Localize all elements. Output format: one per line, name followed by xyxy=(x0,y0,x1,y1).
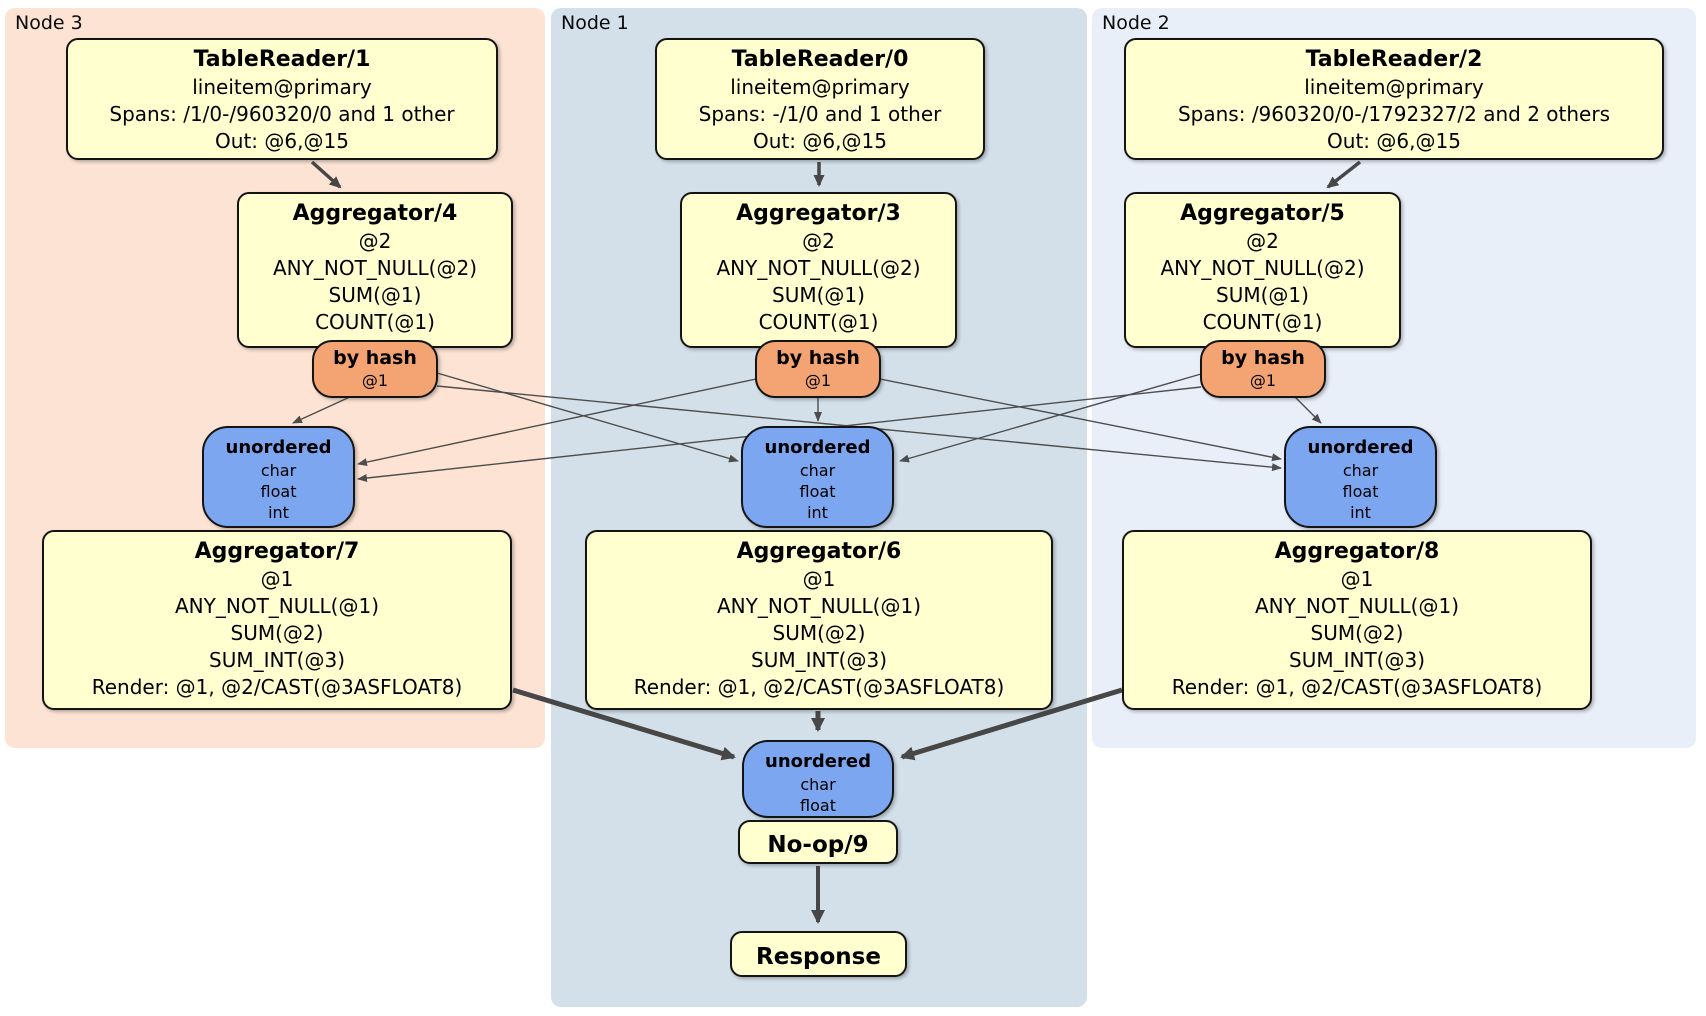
aggregator-4-box: Aggregator/4 @2 ANY_NOT_NULL(@2) SUM(@1)… xyxy=(237,192,513,348)
tablereader-1-title: TableReader/1 xyxy=(193,47,371,72)
tablereader-2-title: TableReader/2 xyxy=(1305,47,1483,72)
tablereader-0-out: Out: @6,@15 xyxy=(753,129,887,153)
aggregator-5-fn1: ANY_NOT_NULL(@2) xyxy=(1160,256,1365,280)
hash-router-node2-title: by hash xyxy=(1221,347,1305,369)
unordered-sync-node1-title: unordered xyxy=(764,437,871,458)
unordered-sync-node3-col2: float xyxy=(260,482,297,501)
aggregator-6-group: @1 xyxy=(802,567,836,591)
aggregator-8-box: Aggregator/8 @1 ANY_NOT_NULL(@1) SUM(@2)… xyxy=(1122,530,1592,710)
aggregator-5-box: Aggregator/5 @2 ANY_NOT_NULL(@2) SUM(@1)… xyxy=(1124,192,1401,348)
aggregator-8-group: @1 xyxy=(1340,567,1374,591)
tablereader-2-index: lineitem@primary xyxy=(1304,75,1484,99)
unordered-sync-node3-col1: char xyxy=(260,461,297,480)
aggregator-4-title: Aggregator/4 xyxy=(292,201,458,226)
unordered-sync-node2: unordered char float int xyxy=(1284,426,1437,528)
node3-region-label: Node 3 xyxy=(15,12,83,34)
final-unordered-sync-col2: float xyxy=(800,796,836,815)
hash-router-node1: by hash @1 xyxy=(755,340,881,398)
response-box: Response xyxy=(730,931,907,977)
aggregator-to-final-sync-arrows xyxy=(512,687,1123,761)
aggregator-8-title: Aggregator/8 xyxy=(1274,539,1440,564)
aggregator-6-fn3: SUM_INT(@3) xyxy=(751,648,887,672)
reader-to-aggregator-arrows xyxy=(310,160,1362,189)
aggregator-8-fn1: ANY_NOT_NULL(@1) xyxy=(1255,594,1459,618)
aggregator-6-box: Aggregator/6 @1 ANY_NOT_NULL(@1) SUM(@2)… xyxy=(585,530,1053,710)
hash-router-node2: by hash @1 xyxy=(1200,340,1326,398)
aggregator-6-fn1: ANY_NOT_NULL(@1) xyxy=(717,594,921,618)
hash-router-node2-key: @1 xyxy=(1249,371,1277,390)
tablereader-2-out: Out: @6,@15 xyxy=(1327,129,1461,153)
unordered-sync-node1-col1: char xyxy=(799,461,836,480)
unordered-sync-node1-col2: float xyxy=(799,482,836,501)
aggregator-3-box: Aggregator/3 @2 ANY_NOT_NULL(@2) SUM(@1)… xyxy=(680,192,957,348)
aggregator-7-fn2: SUM(@2) xyxy=(230,621,324,645)
node2-region-label: Node 2 xyxy=(1102,12,1170,34)
final-unordered-sync: unordered char float xyxy=(742,740,894,818)
response-title: Response xyxy=(756,944,881,970)
tablereader-1-index: lineitem@primary xyxy=(192,75,372,99)
unordered-sync-node1: unordered char float int xyxy=(741,426,894,528)
aggregator-8-render: Render: @1, @2/CAST(@3ASFLOAT8) xyxy=(1171,675,1543,699)
node1-region-label: Node 1 xyxy=(561,12,629,34)
aggregator-5-fn2: SUM(@1) xyxy=(1216,283,1309,307)
aggregator-5-group: @2 xyxy=(1246,229,1279,253)
aggregator-3-fn3: COUNT(@1) xyxy=(758,310,879,334)
aggregator-4-group: @2 xyxy=(358,229,392,253)
unordered-sync-node2-col3: int xyxy=(1350,503,1371,522)
unordered-sync-node1-col3: int xyxy=(807,503,828,522)
aggregator-6-fn2: SUM(@2) xyxy=(772,621,866,645)
aggregator-6-render: Render: @1, @2/CAST(@3ASFLOAT8) xyxy=(633,675,1005,699)
aggregator-6-title: Aggregator/6 xyxy=(736,539,902,564)
aggregator-3-fn1: ANY_NOT_NULL(@2) xyxy=(716,256,921,280)
aggregator-4-fn2: SUM(@1) xyxy=(328,283,422,307)
tablereader-0-index: lineitem@primary xyxy=(730,75,910,99)
final-unordered-sync-col1: char xyxy=(800,775,836,794)
aggregator-7-title: Aggregator/7 xyxy=(194,539,360,564)
tablereader-1-out: Out: @6,@15 xyxy=(215,129,349,153)
aggregator-3-title: Aggregator/3 xyxy=(736,201,901,226)
hash-router-node3: by hash @1 xyxy=(312,340,438,398)
tablereader-0-box: TableReader/0 lineitem@primary Spans: -/… xyxy=(655,38,985,160)
final-unordered-sync-title: unordered xyxy=(765,751,871,772)
tablereader-0-title: TableReader/0 xyxy=(731,47,909,72)
hash-router-node1-key: @1 xyxy=(804,371,832,390)
unordered-sync-node3-title: unordered xyxy=(225,437,332,458)
noop-9-box: No-op/9 xyxy=(738,820,898,864)
aggregator-3-fn2: SUM(@1) xyxy=(772,283,865,307)
tablereader-1-box: TableReader/1 lineitem@primary Spans: /1… xyxy=(66,38,498,160)
unordered-sync-node2-col1: char xyxy=(1342,461,1379,480)
unordered-sync-node3: unordered char float int xyxy=(202,426,355,528)
aggregator-7-box: Aggregator/7 @1 ANY_NOT_NULL(@1) SUM(@2)… xyxy=(42,530,512,710)
tablereader-2-spans: Spans: /960320/0-/1792327/2 and 2 others xyxy=(1177,102,1610,126)
aggregator-5-fn3: COUNT(@1) xyxy=(1202,310,1323,334)
aggregator-7-render: Render: @1, @2/CAST(@3ASFLOAT8) xyxy=(91,675,463,699)
unordered-sync-node3-col3: int xyxy=(268,503,289,522)
aggregator-7-fn1: ANY_NOT_NULL(@1) xyxy=(175,594,379,618)
unordered-sync-node2-col2: float xyxy=(1342,482,1379,501)
tablereader-1-spans: Spans: /1/0-/960320/0 and 1 other xyxy=(109,102,455,126)
aggregator-4-fn1: ANY_NOT_NULL(@2) xyxy=(273,256,477,280)
aggregator-8-fn3: SUM_INT(@3) xyxy=(1289,648,1425,672)
aggregator-8-fn2: SUM(@2) xyxy=(1310,621,1404,645)
unordered-sync-node2-title: unordered xyxy=(1307,437,1414,458)
hash-router-node1-title: by hash xyxy=(776,347,860,369)
aggregator-7-group: @1 xyxy=(260,567,294,591)
aggregator-4-fn3: COUNT(@1) xyxy=(315,310,435,334)
aggregator-5-title: Aggregator/5 xyxy=(1180,201,1345,226)
tablereader-2-box: TableReader/2 lineitem@primary Spans: /9… xyxy=(1124,38,1664,160)
hash-router-node3-key: @1 xyxy=(361,371,389,390)
noop-9-title: No-op/9 xyxy=(767,832,869,858)
hash-router-node3-title: by hash xyxy=(333,347,417,369)
aggregator-7-fn3: SUM_INT(@3) xyxy=(209,648,345,672)
aggregator-3-group: @2 xyxy=(802,229,835,253)
tablereader-0-spans: Spans: -/1/0 and 1 other xyxy=(698,102,942,126)
